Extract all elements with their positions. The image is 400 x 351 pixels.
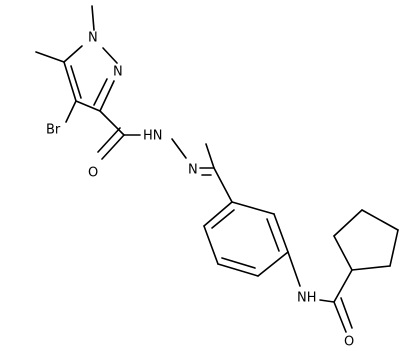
atom-label-o-hydrazide: O [88,166,98,181]
bond-ring-4-inner [221,257,256,269]
bond-c5-c4 [63,61,77,102]
atom-label-n1: N [88,31,98,46]
bond-cp-5 [351,265,391,271]
bond-c5-methyl [35,51,65,63]
bond-ring-2 [273,213,289,253]
bond-c4-br [65,100,77,123]
bond-amide-co [333,301,347,333]
bond-ring-3 [257,251,289,277]
bond-cp-4 [389,229,399,267]
bond-carbonyl-o-inner [97,127,121,153]
atom-label-n2: N [113,65,123,80]
bond-c5-c4-inner [70,65,82,99]
bond-c3-carbonyl [99,110,125,136]
bond-imine-aryl [213,167,233,203]
bond-ring-6 [203,201,233,227]
bond-cp-3 [361,209,399,231]
bond-nh-n [171,138,187,159]
bond-ring-6-inner [211,209,235,229]
bond-carbonyl-o [101,134,125,160]
bond-carbonyl-cp [333,269,353,303]
bond-n1-n2 [102,47,118,64]
bond-n2-c3-inner [93,78,108,106]
bond-n1-c5 [63,45,83,63]
atom-label-o-amide: O [344,335,354,350]
bond-nh-carbonyl [319,299,335,303]
bond-c4-c3 [75,100,101,112]
bond-n-methyl [91,5,95,31]
bond-ring-1 [231,201,275,215]
atom-labels: Br N N O HN N NH O [46,31,354,350]
bond-ring-2-inner [266,218,280,252]
bond-ring-nh [287,251,301,287]
atom-label-nh-hydrazide: HN [143,129,163,144]
bond-imine-methyl [205,143,215,169]
bond-ring-4 [217,263,259,277]
atom-label-br: Br [46,123,61,138]
bond-cp-2 [333,209,363,237]
bond-ring-5 [203,225,219,265]
bond-cp-1 [333,235,353,271]
bond-amide-co-inner [340,297,353,329]
bond-n2-c3 [99,80,115,112]
atom-label-n-imine: N [188,163,198,178]
atom-label-nh-amide: NH [297,291,317,306]
bonds [35,5,399,333]
